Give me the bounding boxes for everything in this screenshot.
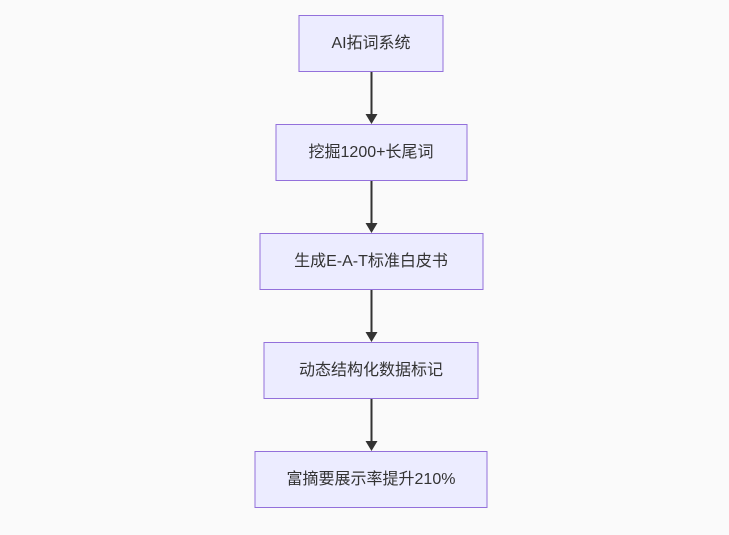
arrow-down-icon bbox=[364, 399, 378, 451]
arrow-down-icon bbox=[364, 181, 378, 233]
flow-node-mine-longtail-keywords: 挖掘1200+长尾词 bbox=[275, 124, 467, 181]
flow-node-generate-eat-whitepaper: 生成E-A-T标准白皮书 bbox=[259, 233, 483, 290]
arrow-down-icon bbox=[364, 290, 378, 342]
flow-node-ai-word-expansion-system: AI拓词系统 bbox=[298, 15, 444, 72]
flowchart: AI拓词系统 挖掘1200+长尾词 生成E-A-T标准白皮书 动态结构化数据标记… bbox=[254, 15, 488, 508]
flow-node-rich-snippet-rate-increase: 富摘要展示率提升210% bbox=[254, 451, 488, 508]
arrow-down-icon bbox=[364, 72, 378, 124]
flow-node-dynamic-structured-data-markup: 动态结构化数据标记 bbox=[263, 342, 479, 399]
